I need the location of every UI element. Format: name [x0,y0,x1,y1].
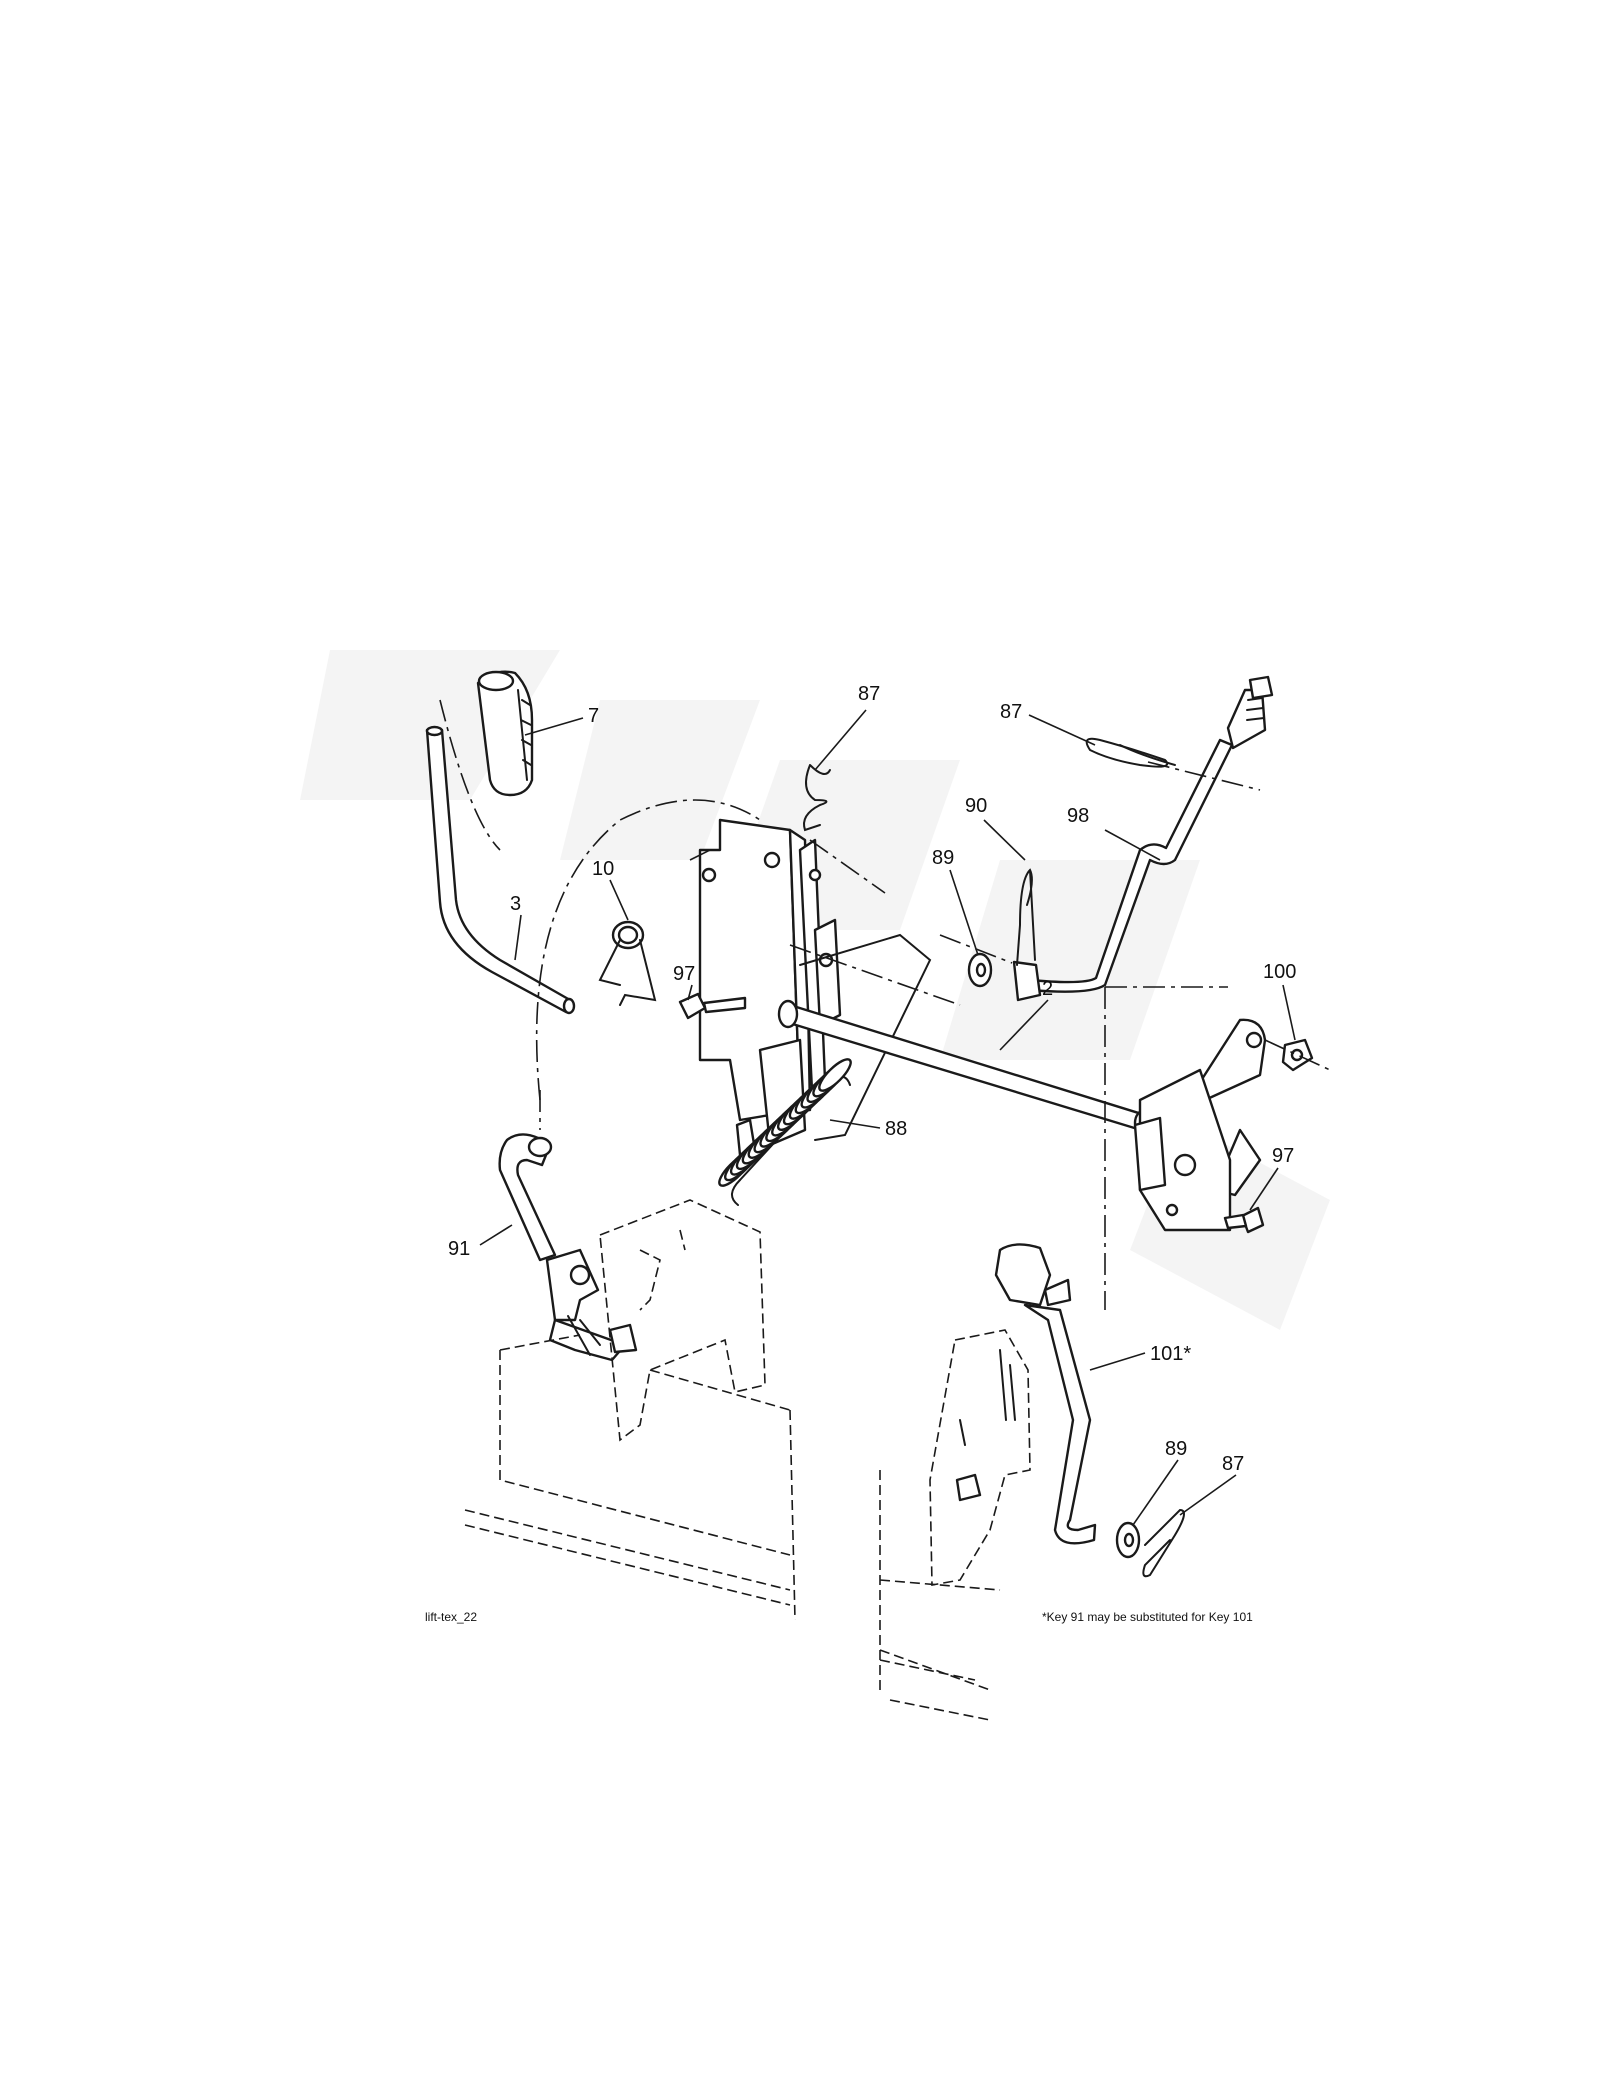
callout-89-upper: 89 [932,847,954,869]
callout-labels: 7 87 87 90 98 89 10 3 97 100 2 88 97 91 … [448,683,1296,1475]
hair-pin-clip-part-87-lower [1142,1508,1185,1578]
washer-part-89-upper [967,952,993,988]
assembly-line-lever [535,799,761,1101]
hair-pin-part-90 [1016,868,1036,966]
callout-7: 7 [588,705,599,727]
callout-97-lower: 97 [1272,1145,1294,1167]
lift-lever-part-3 [425,725,576,1015]
callout-2: 2 [1042,978,1053,1000]
mower-deck-outline-left [464,1334,796,1621]
callout-87-lower: 87 [1222,1453,1244,1475]
callout-97-upper: 97 [673,963,695,985]
callout-88: 88 [885,1118,907,1140]
nut-part-100 [1281,1038,1314,1072]
spring-coil [818,1058,852,1092]
leader-lines [479,709,1296,1526]
hair-pin-clip-part-87-right [1085,737,1176,768]
callout-10: 10 [592,858,614,880]
bolt-part-97-upper [678,992,747,1020]
callout-87-right: 87 [1000,701,1022,723]
callout-91: 91 [448,1238,470,1260]
callout-89-lower: 89 [1165,1438,1187,1460]
align-line-3 [689,849,711,861]
align-line-2 [789,944,961,1006]
hand-grip-part-7 [439,670,534,851]
callout-3: 3 [510,893,521,915]
extension-spring-part-88 [718,1058,852,1206]
callout-101: 101* [1150,1343,1191,1365]
mower-deck-outline-right [879,1470,1001,1721]
lift-link-part-101 [994,1243,1097,1545]
align-line-nut [1264,1039,1331,1071]
mower-side-plate-left [599,1199,766,1442]
callout-87-top: 87 [858,683,880,705]
hair-pin-clip-part-87-top [803,764,831,832]
lift-bracket-lower-left [545,1248,638,1362]
callout-90: 90 [965,795,987,817]
torsion-spring-part-10 [598,920,657,1006]
figure-code: lift-tex_22 [425,1610,478,1624]
washer-part-89-lower [1115,1521,1141,1559]
align-line-1 [809,839,886,894]
lift-arm-right [1133,1018,1267,1232]
adjusting-rod-part-98 [1012,675,1274,1002]
callout-100: 100 [1263,961,1296,983]
lift-bracket-lower-right [929,1329,1031,1586]
frame-outline-right [1104,986,1228,1310]
callout-98: 98 [1067,805,1089,827]
align-line-rod [1147,761,1261,791]
lift-link-part-91 [498,1133,557,1262]
figure-footnote: *Key 91 may be substituted for Key 101 [1042,1610,1253,1624]
bolt-part-97-lower [1223,1206,1265,1234]
wire-loop [799,933,932,1141]
